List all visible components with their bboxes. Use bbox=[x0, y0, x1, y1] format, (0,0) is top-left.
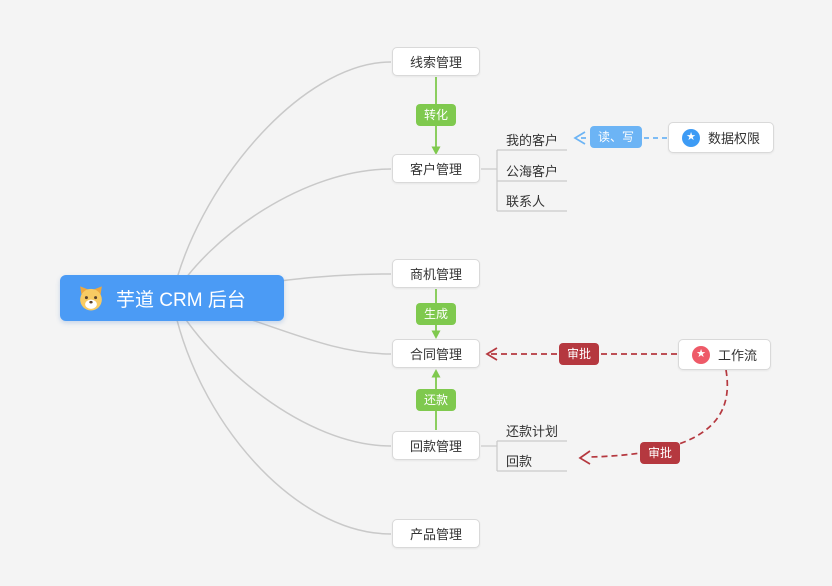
node-label: 回款管理 bbox=[409, 439, 462, 454]
node-product-management[interactable]: 产品管理 bbox=[392, 519, 480, 548]
star-icon: ★ bbox=[682, 128, 700, 147]
node-contract-management[interactable]: 合同管理 bbox=[392, 339, 480, 368]
subtopic-repayment-plan[interactable]: 还款计划 bbox=[506, 424, 559, 439]
node-label: 产品管理 bbox=[409, 527, 462, 542]
edge-label-generate: 生成 bbox=[416, 303, 457, 325]
red-arrow-repayment-head bbox=[578, 450, 591, 465]
node-label: 商机管理 bbox=[409, 267, 462, 282]
edge-label-transform: 转化 bbox=[416, 104, 457, 126]
node-workflow[interactable]: ★ 工作流 bbox=[678, 339, 772, 370]
branch-to-lead bbox=[171, 61, 392, 299]
arrow-transform-head bbox=[431, 146, 441, 155]
branch-to-receivable bbox=[171, 297, 392, 447]
branch-to-product bbox=[171, 297, 392, 535]
node-label: 客户管理 bbox=[409, 162, 462, 177]
subtopic-public-customers[interactable]: 公海客户 bbox=[506, 164, 559, 179]
green-arrows bbox=[431, 77, 441, 430]
node-lead-management[interactable]: 线索管理 bbox=[392, 47, 480, 76]
edge-label-approve-contract: 审批 bbox=[559, 343, 600, 365]
arrow-generate-head bbox=[431, 330, 441, 339]
arrow-repay-head bbox=[431, 369, 441, 378]
customer-children-lines bbox=[481, 149, 567, 212]
root-label: 芋道 CRM 后台 bbox=[116, 289, 246, 311]
node-label: 数据权限 bbox=[708, 131, 761, 146]
node-customer-management[interactable]: 客户管理 bbox=[392, 154, 480, 183]
subtopic-repayment[interactable]: 回款 bbox=[506, 454, 533, 469]
node-label: 工作流 bbox=[718, 348, 758, 363]
branch-to-customer bbox=[171, 168, 392, 299]
node-opportunity-management[interactable]: 商机管理 bbox=[392, 259, 480, 288]
dog-logo-icon bbox=[76, 283, 106, 313]
node-data-permission[interactable]: ★ 数据权限 bbox=[668, 122, 775, 153]
red-arrow-contract-head bbox=[485, 347, 498, 361]
subtopic-contacts[interactable]: 联系人 bbox=[506, 194, 546, 209]
node-receivable-management[interactable]: 回款管理 bbox=[392, 431, 480, 460]
node-label: 线索管理 bbox=[409, 55, 462, 70]
edge-label-read-write: 读、写 bbox=[590, 126, 643, 148]
edge-label-approve-receivable: 审批 bbox=[640, 442, 681, 464]
root-node-crm-backend[interactable]: 芋道 CRM 后台 bbox=[60, 275, 284, 321]
node-label: 合同管理 bbox=[409, 347, 462, 362]
blue-arrow-head bbox=[573, 131, 586, 145]
star-icon: ★ bbox=[692, 345, 710, 364]
receivable-children-lines bbox=[481, 440, 567, 472]
subtopic-my-customers[interactable]: 我的客户 bbox=[506, 133, 559, 148]
edge-label-repay: 还款 bbox=[416, 389, 457, 411]
